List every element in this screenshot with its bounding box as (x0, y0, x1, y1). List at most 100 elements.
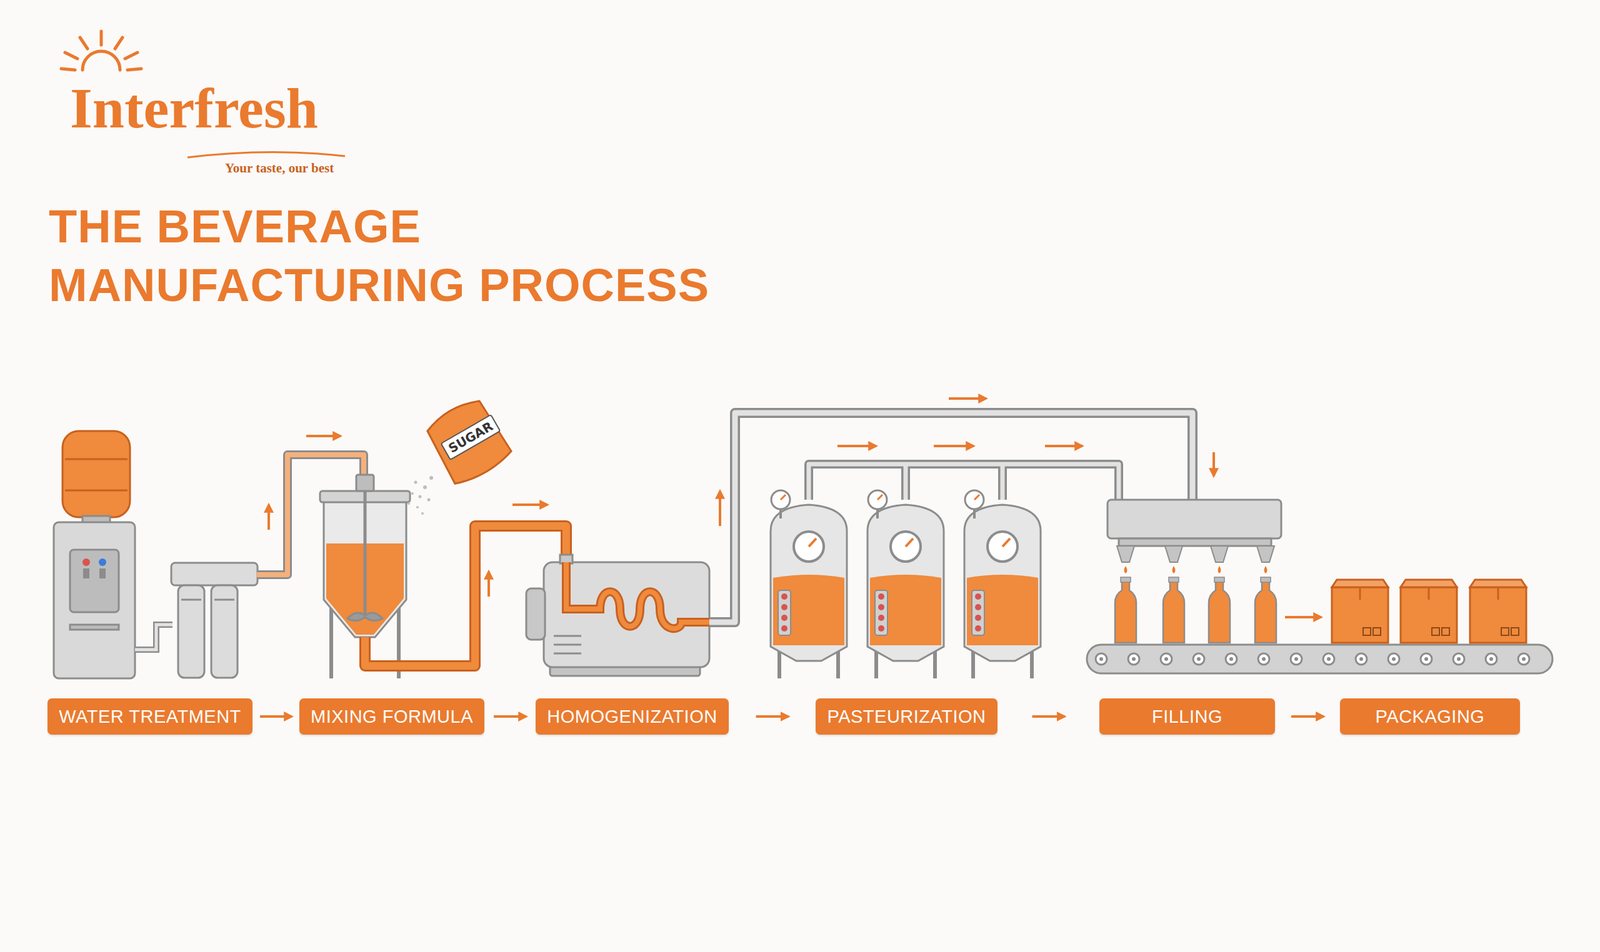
coil (566, 562, 710, 629)
homogenizer (553, 653, 582, 655)
sugar-grains (418, 495, 422, 499)
sugar-grains (427, 498, 431, 502)
pasteurization-tanks (878, 593, 885, 600)
water-cooler (65, 458, 128, 461)
process-box: WATER TREATMENT (47, 698, 253, 735)
filling-nozzles (1214, 577, 1225, 583)
packaging-boxes (1373, 628, 1381, 636)
pasteurization-tanks (781, 593, 788, 600)
conveyor-rollers (1420, 653, 1432, 665)
flow-arrow (1212, 452, 1215, 477)
step-label: MIXING FORMULA (310, 706, 474, 728)
conveyor-rollers (1518, 653, 1530, 665)
logo-sun (82, 51, 120, 70)
homogenizer (553, 644, 582, 647)
flow-arrow (948, 397, 987, 400)
packaging-boxes (1400, 587, 1457, 644)
logo-wordmark: Interfresh (70, 73, 319, 143)
water-filter (171, 563, 258, 586)
pasteurization-tanks (1002, 538, 1010, 547)
conveyor-rollers (1456, 657, 1461, 662)
flow-arrow (487, 571, 490, 597)
pasteurization-tanks (905, 538, 914, 547)
water-cooler (82, 558, 90, 567)
sugar-grains (423, 485, 427, 490)
process-box: PASTEURIZATION (815, 698, 998, 735)
pasteurization-tanks (793, 531, 824, 562)
filling-nozzles (1260, 577, 1271, 583)
sugar-grains (414, 481, 418, 485)
conveyor-rollers (1453, 653, 1465, 665)
conveyor-belt (1086, 645, 1553, 674)
sugar-grains (411, 492, 414, 495)
water-cooler (70, 625, 119, 630)
water-filter (211, 585, 238, 679)
packaging-boxes (1331, 580, 1389, 588)
pipe (808, 464, 1119, 500)
conveyor-rollers (1294, 657, 1299, 662)
sugar-grains (429, 476, 434, 480)
logo-sun (115, 37, 123, 49)
logo-sun (61, 68, 75, 70)
packaging-boxes (1501, 628, 1509, 636)
packaging-boxes (1497, 587, 1500, 600)
packaging-boxes (1428, 587, 1430, 600)
logo-sun (61, 31, 142, 70)
water-filter (178, 585, 205, 679)
flow-arrow (512, 503, 548, 507)
sugar-grains (407, 476, 434, 515)
pasteurization-tanks (890, 531, 921, 562)
mixing-tank (363, 491, 367, 616)
pasteurization-tanks (778, 590, 791, 636)
conveyor-rollers (1196, 657, 1201, 662)
flow-connector (1032, 715, 1065, 719)
packaging-boxes (1470, 580, 1527, 588)
water-filter (181, 599, 202, 602)
pasteurization-tanks (868, 490, 887, 510)
flow-arrow (306, 435, 341, 438)
conveyor-rollers (1128, 653, 1140, 665)
pasteurization-tanks (974, 495, 980, 500)
sugar-grains (421, 512, 424, 515)
step-label: FILLING (1151, 706, 1223, 728)
filling-nozzles (1115, 546, 1277, 644)
flow-arrow (933, 445, 974, 448)
filling-nozzles (1210, 546, 1229, 563)
process-box: FILLING (1099, 698, 1275, 735)
conveyor-rollers (1095, 653, 1530, 665)
conveyor-rollers (1193, 653, 1205, 665)
flow-connector (493, 715, 527, 719)
pasteurization-tanks (870, 575, 942, 646)
packaging-boxes (1511, 628, 1519, 636)
pasteurization-tanks (770, 505, 847, 662)
pasteurization-tanks (781, 625, 788, 632)
homogenizer (543, 562, 710, 668)
filling-nozzles (1163, 580, 1185, 644)
pasteurization-tanks (971, 590, 985, 636)
pasteurization-tanks (965, 490, 984, 510)
pasteurization-tanks (966, 575, 1039, 646)
packaging-boxes (1331, 580, 1527, 644)
flow-arrow (1045, 445, 1083, 448)
conveyor-rollers (1131, 657, 1136, 662)
pasteurization-tanks (781, 604, 788, 611)
conveyor-rollers (1099, 657, 1104, 662)
pasteurization-tanks (878, 615, 885, 622)
filling-nozzles (1255, 580, 1277, 644)
flow-connector (1291, 715, 1324, 719)
conveyor-rollers (1326, 657, 1331, 662)
water-filter (214, 599, 235, 602)
pasteurization-tanks (773, 575, 845, 646)
homogenizer (553, 635, 582, 638)
conveyor-rollers (1229, 657, 1234, 662)
conveyor-rollers (1424, 657, 1429, 662)
packaging-boxes (1400, 580, 1457, 588)
conveyor-rollers (1225, 653, 1237, 665)
packaging-boxes (1470, 587, 1527, 644)
pasteurization-tanks (780, 495, 786, 500)
pasteurization-tanks (771, 490, 790, 510)
filling-nozzles (1168, 577, 1179, 583)
conveyor-rollers (1391, 657, 1396, 662)
